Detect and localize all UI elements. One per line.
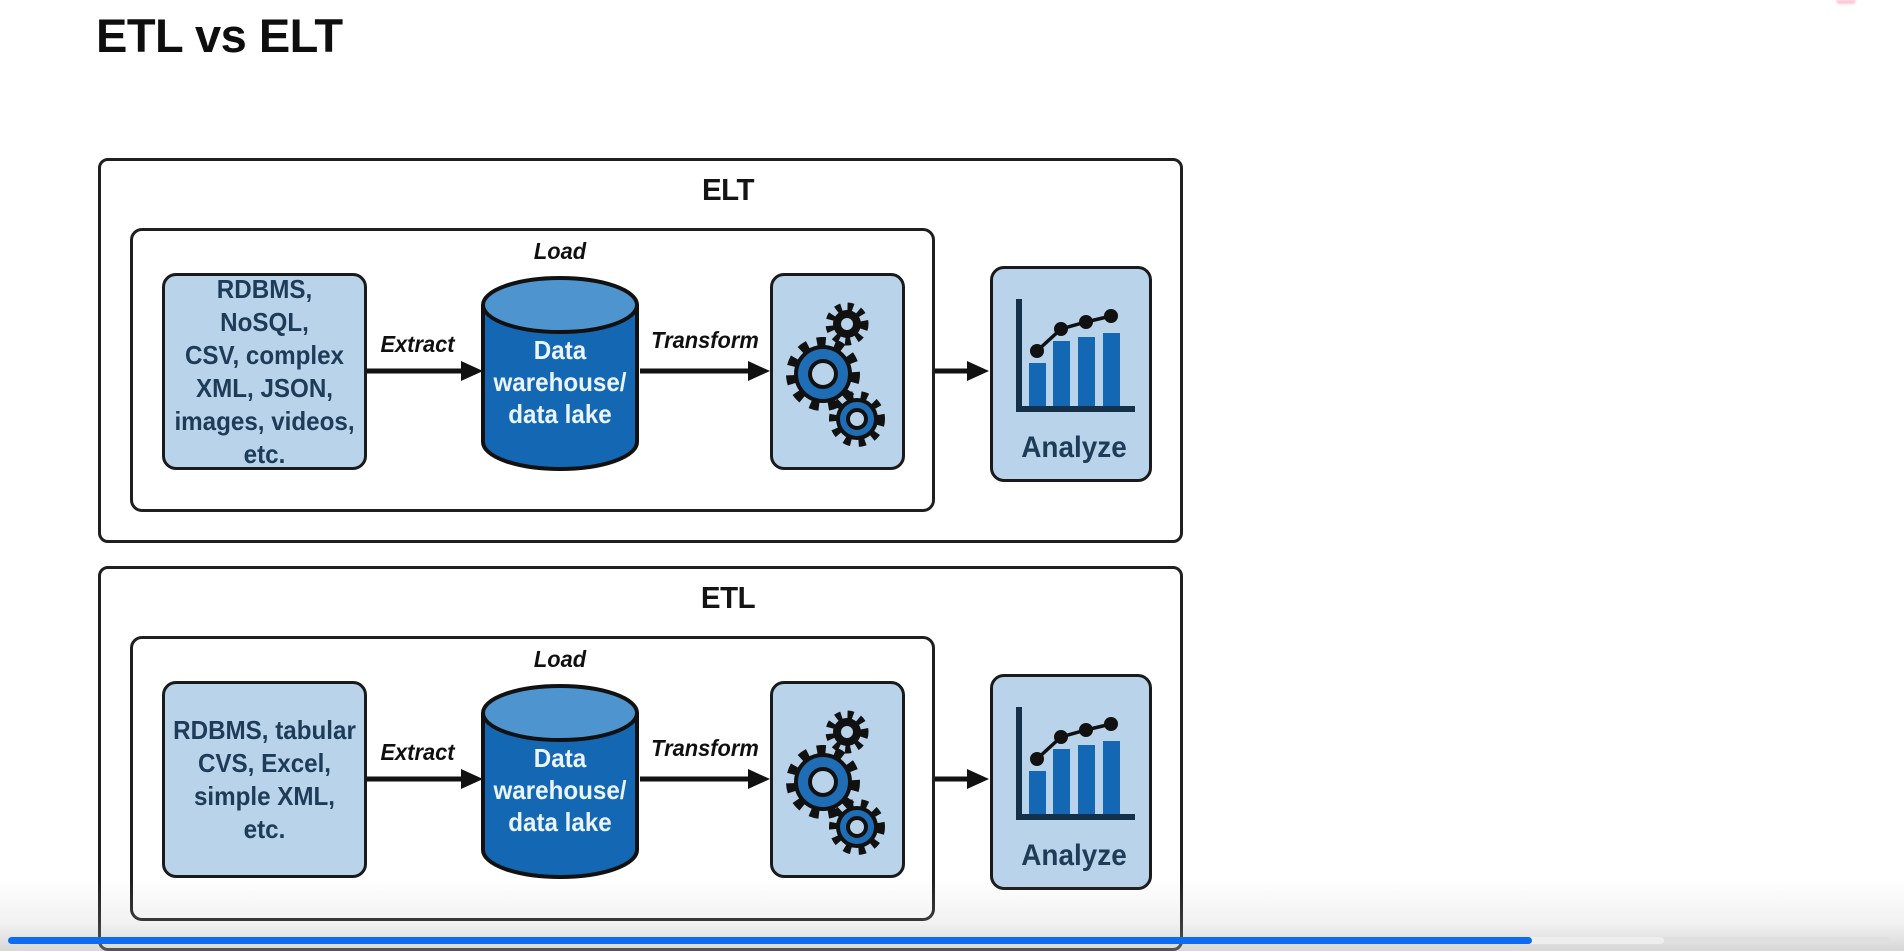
etl-extract-label: Extract: [380, 739, 455, 765]
elt-warehouse-text: Data warehouse/ data lake: [493, 335, 627, 429]
bar-chart-icon: [1016, 707, 1135, 820]
arrow-right-icon: [367, 361, 483, 381]
elt-source-text: RDBMS, NoSQL, CSV, complex XML, JSON, im…: [174, 273, 355, 469]
etl-source-box: RDBMS, tabular CVS, Excel, simple XML, e…: [162, 681, 367, 878]
bar-chart-icon: [1016, 299, 1135, 412]
etl-source-text: RDBMS, tabular CVS, Excel, simple XML, e…: [173, 714, 356, 844]
elt-load-label: Load: [533, 238, 587, 264]
elt-panel-label: ELT: [701, 172, 755, 207]
etl-transform-label: Transform: [651, 735, 759, 761]
etl-analyze-box: Analyze: [990, 674, 1152, 890]
arrow-right-icon: [367, 769, 483, 789]
elt-source-box: RDBMS, NoSQL, CSV, complex XML, JSON, im…: [162, 273, 367, 470]
pink-annotation-mark: [1836, 0, 1856, 4]
elt-transform-label: Transform: [651, 327, 759, 353]
gears-icon: [786, 710, 885, 855]
arrow-right-icon: [935, 769, 989, 789]
etl-panel-label: ETL: [700, 580, 756, 615]
gears-icon: [786, 302, 885, 447]
arrow-right-icon: [640, 361, 770, 381]
elt-analyze-box: Analyze: [990, 266, 1152, 482]
arrow-right-icon: [935, 361, 989, 381]
video-progress-bar[interactable]: [8, 937, 1890, 944]
etl-analyze-label: Analyze: [1021, 839, 1127, 872]
etl-transform-box: [770, 681, 905, 878]
video-progress-played: [8, 937, 1533, 944]
database-cylinder-icon: [481, 276, 639, 471]
etl-warehouse-text: Data warehouse/ data lake: [493, 743, 627, 837]
database-cylinder-icon: [481, 684, 639, 879]
elt-extract-label: Extract: [380, 331, 455, 357]
arrow-right-icon: [640, 769, 770, 789]
elt-transform-box: [770, 273, 905, 470]
page-title: ETL vs ELT: [96, 9, 343, 62]
elt-analyze-label: Analyze: [1021, 431, 1127, 464]
etl-load-label: Load: [533, 646, 587, 672]
